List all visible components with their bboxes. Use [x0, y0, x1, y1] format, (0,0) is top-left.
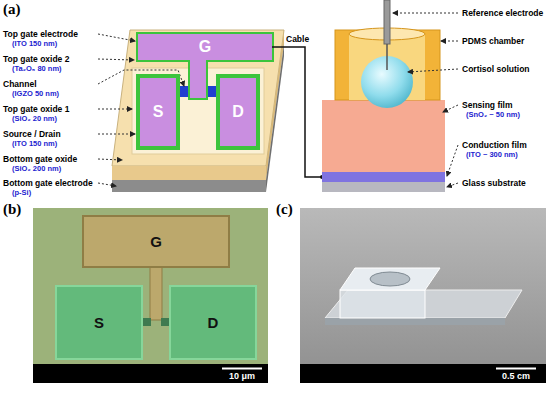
- thickness-label: (SiO₂ 200 nm): [12, 164, 61, 173]
- leader-line: [98, 34, 135, 41]
- silicon-side: [266, 44, 284, 192]
- thickness-label: (SnO₂ ~ 50 nm): [466, 110, 520, 119]
- contact-feature: [143, 318, 151, 326]
- layer-label: PDMS chamber: [462, 36, 524, 46]
- pad-letter: S: [153, 104, 164, 120]
- leader-line: [98, 109, 132, 110]
- leader-lines: [98, 13, 458, 187]
- layer-label: Top gate oxide 2: [3, 54, 69, 64]
- pad-letter: S: [94, 315, 104, 330]
- layer-label: Source / Drain: [3, 129, 61, 139]
- leader-line: [393, 13, 458, 14]
- leader-line: [447, 145, 458, 176]
- photo-ground: [300, 208, 546, 383]
- gate-pad: G: [82, 215, 230, 268]
- scale-bar: 0.5 cm: [486, 370, 546, 383]
- pdms-well: [370, 272, 410, 286]
- layer-label: Bottom gate electrode: [3, 178, 93, 188]
- thickness-label: (ITO ~ 300 nm): [466, 150, 518, 159]
- layer-label: Top gate oxide 1: [3, 104, 69, 114]
- pad-letter: D: [232, 104, 244, 120]
- leader-line: [98, 134, 135, 135]
- cable-wire: [272, 47, 322, 177]
- pad-letter: 10 μm: [229, 372, 255, 381]
- cable-label: Cable: [286, 34, 309, 44]
- layer-label: Cortisol solution: [462, 64, 530, 74]
- layer-label: Bottom gate oxide: [3, 154, 77, 164]
- slide-edge: [325, 318, 505, 325]
- device-photo: [300, 208, 546, 383]
- leader-line: [98, 183, 116, 186]
- electrode-body: [384, 0, 390, 44]
- leader-line: [408, 69, 458, 72]
- micrograph: [33, 208, 268, 383]
- thickness-label: (ITO 150 nm): [12, 39, 57, 48]
- layer-label: Top gate electrode: [3, 29, 78, 39]
- sensor-chip: [322, 0, 445, 192]
- thickness-label: (Ta₂O₅ 80 nm): [12, 64, 62, 73]
- glass-slide: [325, 290, 522, 318]
- electrode-tip: [386, 44, 388, 70]
- scale-line: [496, 368, 536, 370]
- sensing-film: [322, 100, 445, 172]
- leader-line: [98, 59, 134, 60]
- panel-label: (a): [3, 1, 21, 18]
- ta2o5-stem: [188, 58, 208, 100]
- contact-feature: [161, 318, 169, 326]
- thickness-label: (SiO₂ 20 nm): [12, 114, 57, 123]
- pad-letter: 0.5 cm: [502, 372, 530, 381]
- source-pad: S: [136, 74, 180, 150]
- panel-label: (c): [276, 201, 293, 218]
- pad-letter: G: [150, 234, 162, 249]
- bottom-gate-oxide: [112, 30, 284, 166]
- leader-line: [441, 41, 458, 42]
- pad-letter: D: [208, 315, 219, 330]
- pdms-block-top: [340, 268, 440, 290]
- silicon-front: [112, 180, 266, 192]
- thickness-label: (IGZO 50 nm): [12, 89, 59, 98]
- conduction-film: [322, 172, 445, 182]
- micrograph-ground: [33, 208, 268, 383]
- panel-label: (b): [3, 201, 21, 218]
- layer-label: Channel: [3, 79, 37, 89]
- scale-line: [222, 368, 262, 370]
- thickness-label: (ITO 150 nm): [12, 139, 57, 148]
- thickness-label: (p-Si): [12, 188, 31, 197]
- scale-bar-ground: [33, 364, 268, 383]
- layer-label: Glass substrate: [462, 178, 526, 188]
- gate-line: [150, 266, 162, 320]
- layer-label: Conduction film: [462, 140, 527, 150]
- oxide-front: [112, 166, 266, 180]
- glass-substrate: [322, 182, 445, 192]
- gate-stem: [190, 58, 206, 98]
- leader-line: [98, 159, 122, 160]
- scale-bar-ground: [300, 364, 546, 383]
- tft-device: [112, 30, 284, 192]
- leader-line: [447, 183, 458, 187]
- ta2o5-rim: [136, 32, 274, 62]
- pdms-block-front: [340, 290, 425, 318]
- leader-line: [443, 105, 458, 112]
- layer-label: Reference electrode: [462, 8, 543, 18]
- pad-letter: G: [199, 39, 211, 55]
- layer-label: Sensing film: [462, 100, 513, 110]
- scale-bar: 10 μm: [212, 370, 272, 383]
- source-pad: S: [55, 285, 143, 360]
- gate-pad: G: [138, 34, 272, 60]
- drain-pad: D: [216, 74, 260, 150]
- drain-pad: D: [169, 285, 257, 360]
